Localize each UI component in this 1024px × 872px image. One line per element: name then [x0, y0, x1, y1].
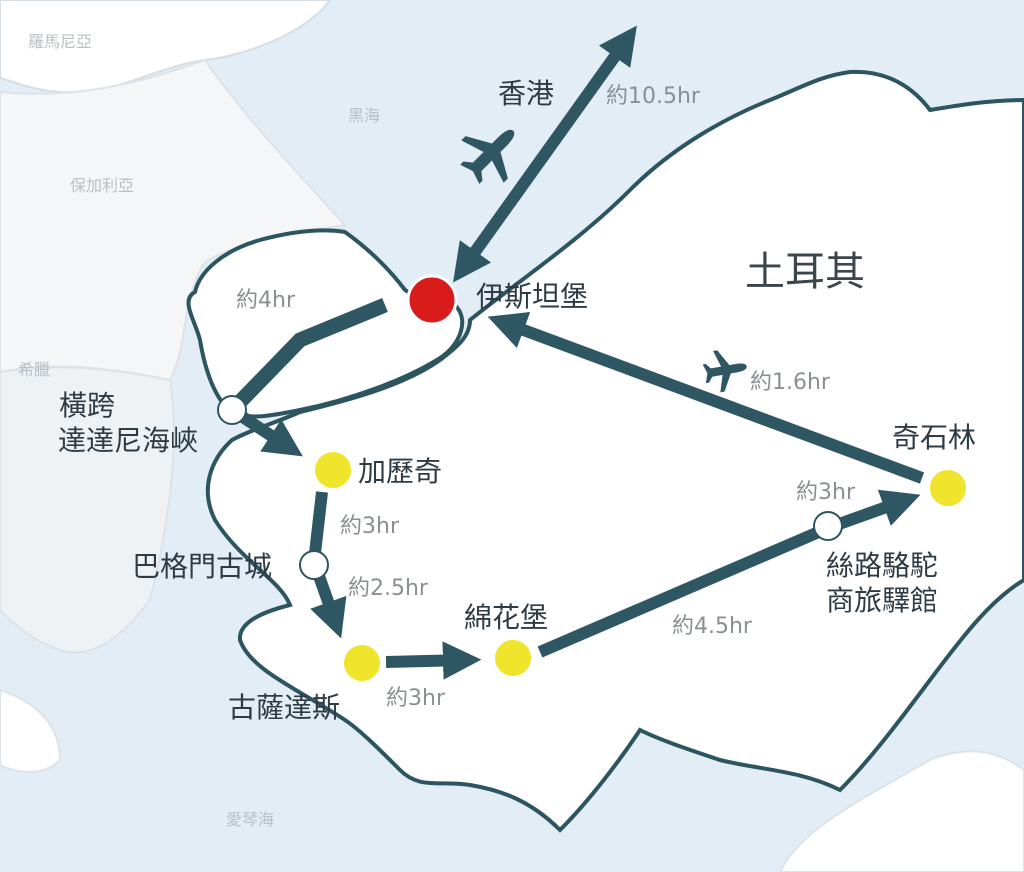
label-istanbul: 伊斯坦堡 — [476, 280, 589, 313]
label-turkey: 土耳其 — [745, 249, 865, 295]
greece-land — [0, 366, 175, 654]
label-hongkong: 香港 — [498, 77, 555, 110]
stop-dardanelles — [217, 395, 247, 425]
label-bulgaria: 保加利亞 — [70, 176, 135, 195]
label-kusadasi: 古薩達斯 — [228, 691, 341, 724]
stop-kusadasi — [342, 643, 382, 683]
duration-pamukkale-caravanserai: 約4.5hr — [672, 614, 752, 639]
duration-flight-cappadocia: 約1.6hr — [750, 370, 830, 395]
duration-flight-hk: 約10.5hr — [606, 84, 700, 109]
duration-istanbul-dardanelles: 約4hr — [236, 288, 295, 313]
label-dardanelles-line1: 橫跨 — [59, 389, 116, 422]
label-aegean: 愛琴海 — [226, 810, 275, 829]
label-dardanelles: 橫跨 達達尼海峽 — [58, 388, 198, 458]
stop-caravanserai — [813, 511, 843, 541]
label-dardanelles-line2: 達達尼海峽 — [58, 424, 199, 457]
duration-gallipoli-kusadasi: 約2.5hr — [348, 576, 428, 601]
route-istanbul-hongkong — [453, 25, 637, 283]
label-cappadocia: 奇石林 — [892, 421, 977, 454]
label-blacksea: 黑海 — [348, 106, 381, 125]
south-island — [0, 688, 62, 773]
stop-pamukkale — [493, 638, 533, 678]
label-pergamon: 巴格門古城 — [132, 550, 273, 583]
label-caravanserai: 絲路駱駝 商旅驛館 — [826, 548, 938, 618]
label-greece: 希臘 — [18, 360, 51, 379]
label-caravanserai-line1: 絲路駱駝 — [826, 549, 939, 582]
route-cappadocia-istanbul — [487, 312, 925, 484]
duration-dardanelles-gallipoli: 約3hr — [340, 514, 399, 539]
anatolia-land — [205, 69, 1024, 833]
label-pamukkale: 綿花堡 — [464, 601, 549, 634]
route-istanbul-dardanelles — [226, 298, 388, 416]
label-gallipoli: 加歷奇 — [358, 455, 443, 488]
route-pamukkale-caravanserai — [537, 522, 831, 658]
label-romania: 羅馬尼亞 — [28, 32, 93, 51]
stop-pergamon — [299, 550, 329, 580]
stop-istanbul — [406, 274, 458, 326]
label-caravanserai-line2: 商旅驛館 — [826, 584, 939, 617]
duration-kusadasi-pamukkale: 約3hr — [386, 686, 445, 711]
stop-gallipoli — [313, 450, 353, 490]
route-kusadasi-pamukkale — [385, 641, 482, 680]
airplane-icon — [702, 350, 747, 393]
airplane-icon — [460, 129, 515, 184]
duration-caravanserai-cappadocia: 約3hr — [796, 480, 855, 505]
northern-land — [0, 0, 332, 94]
cyprus-land — [778, 750, 1024, 872]
stop-cappadocia — [928, 468, 968, 508]
